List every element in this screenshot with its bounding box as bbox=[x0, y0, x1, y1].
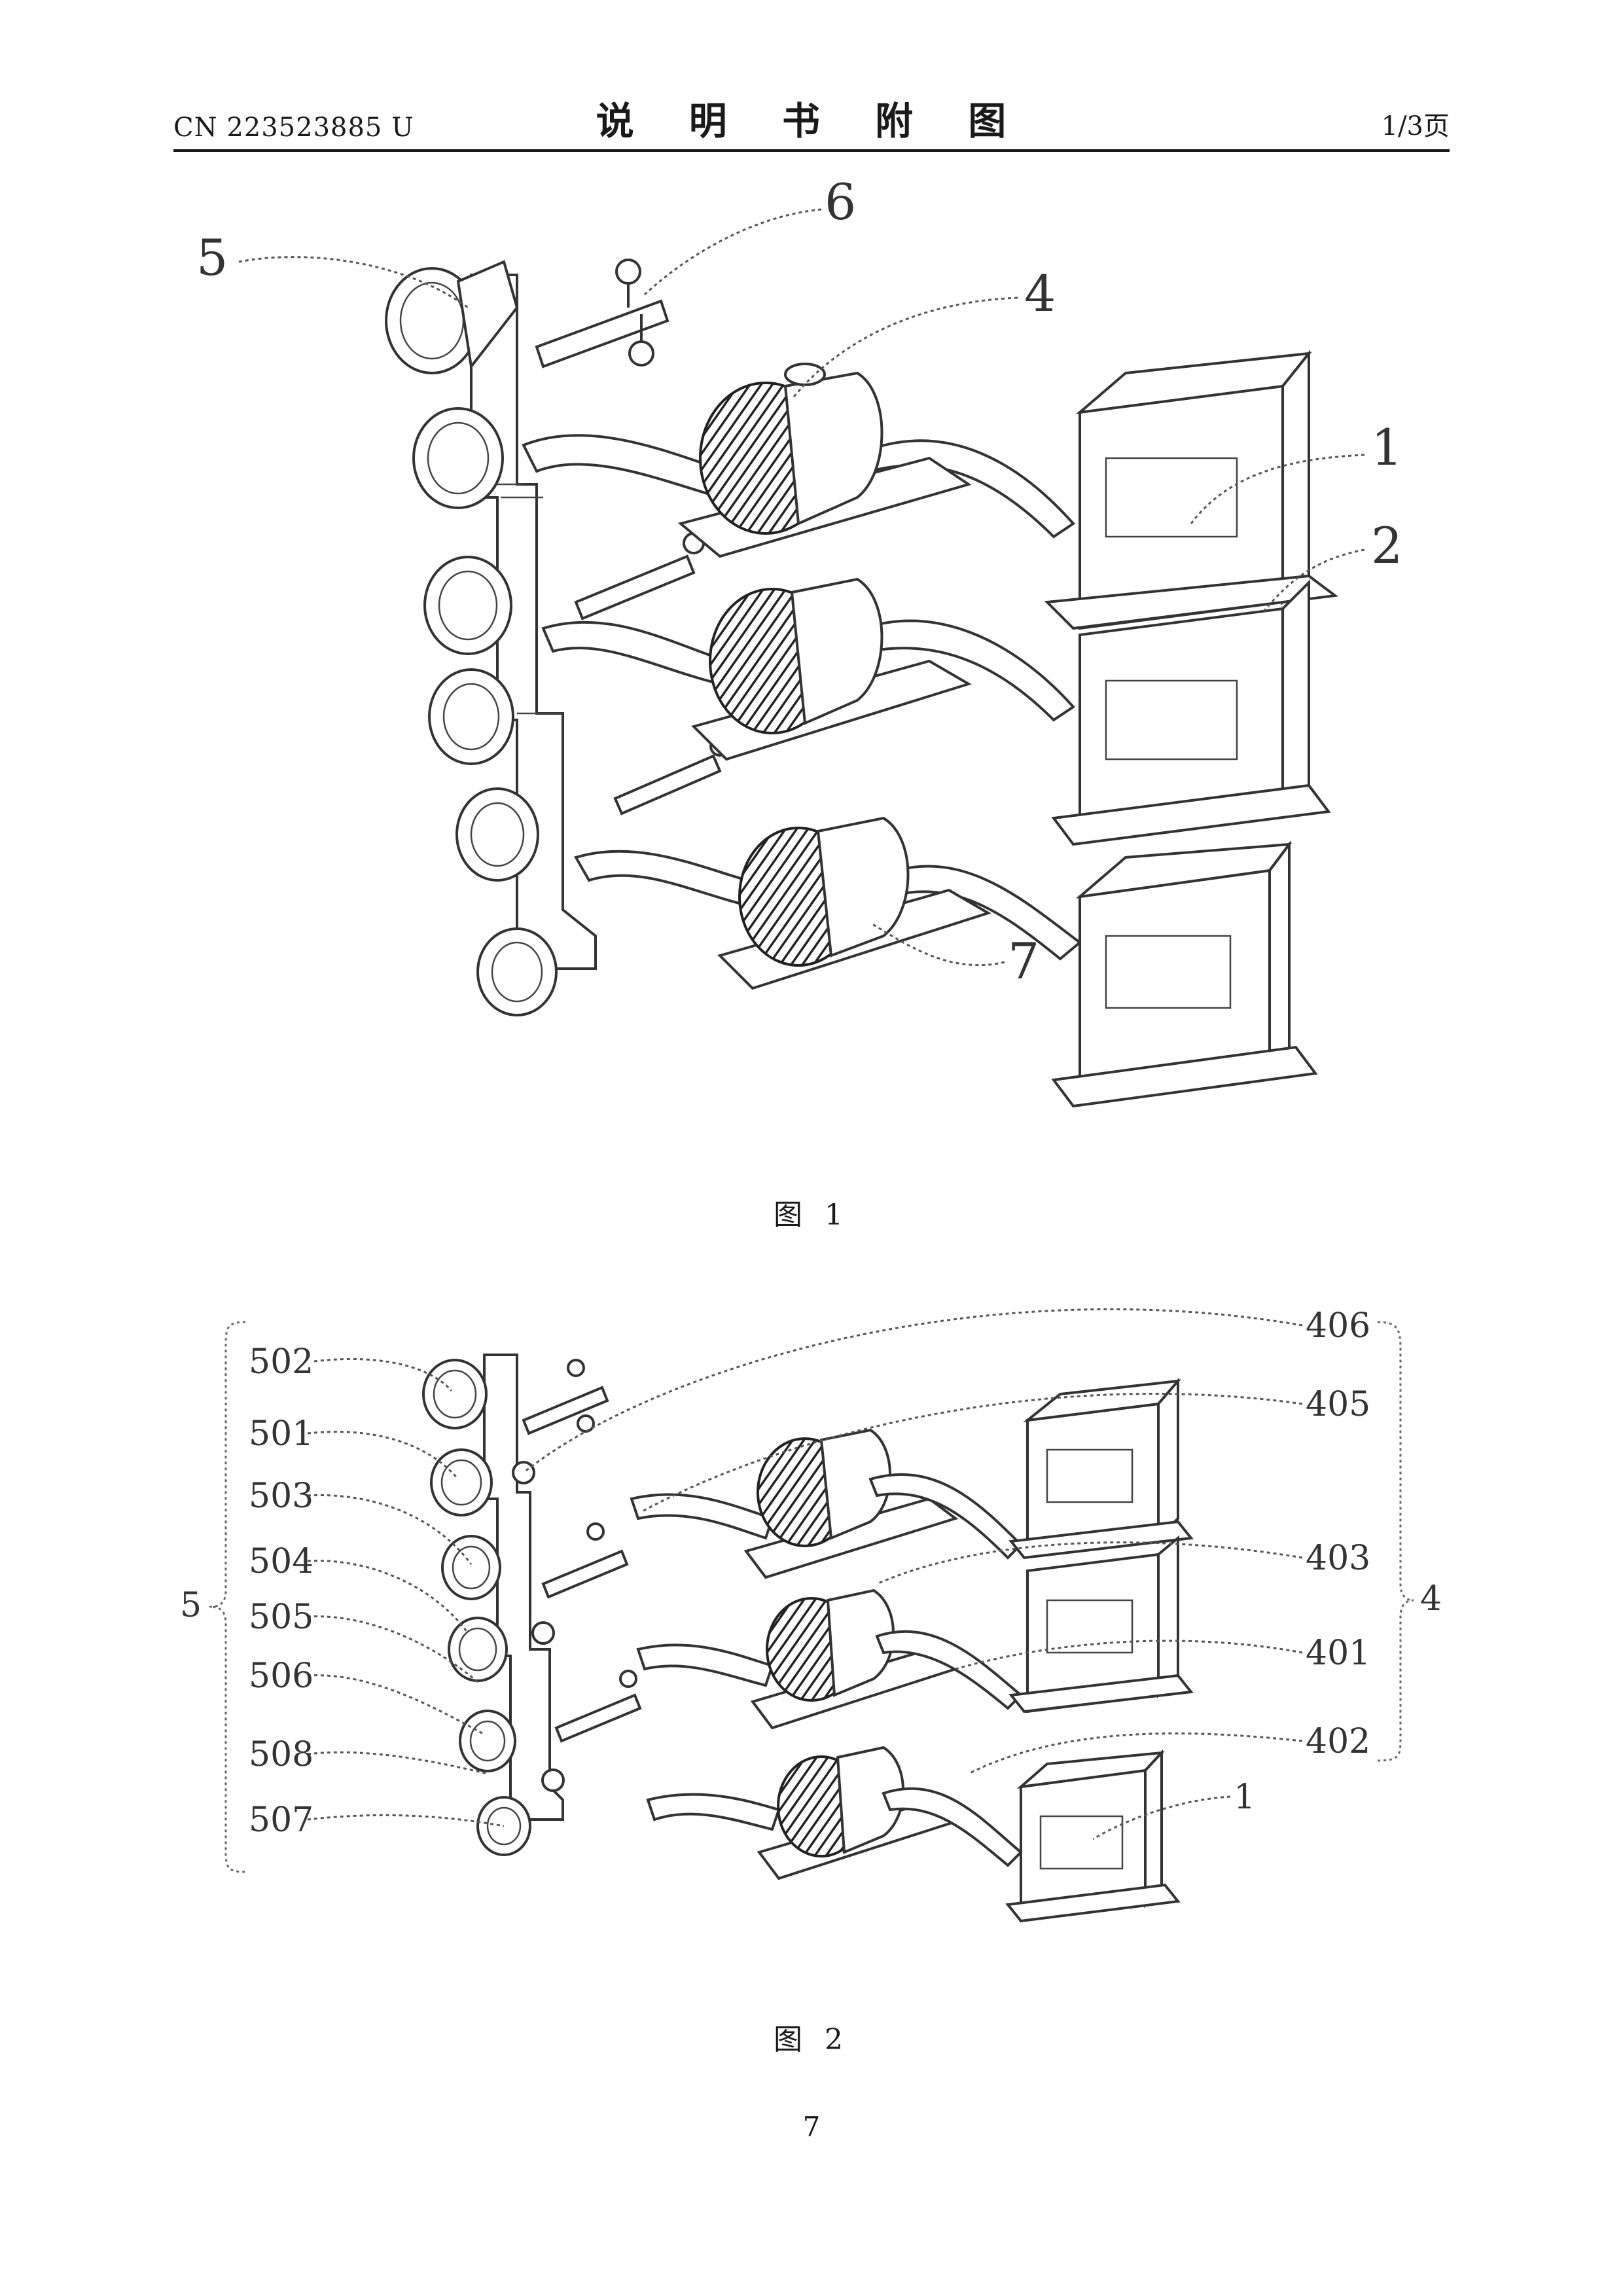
label-group-5: 5 bbox=[180, 1586, 202, 1625]
label-503: 503 bbox=[249, 1477, 313, 1516]
label-1: 1 bbox=[1371, 418, 1402, 476]
figure-2-caption: 图 2 bbox=[681, 2016, 942, 2058]
label-508: 508 bbox=[249, 1735, 313, 1774]
label-7: 7 bbox=[1008, 932, 1039, 990]
label-group-4: 4 bbox=[1420, 1579, 1442, 1619]
fig2-cabinets bbox=[1008, 1381, 1191, 1921]
label-506: 506 bbox=[249, 1657, 313, 1696]
label-507: 507 bbox=[249, 1801, 313, 1840]
figure-1-drawing: 5 6 4 1 2 7 bbox=[0, 0, 1623, 1244]
label-406: 406 bbox=[1306, 1306, 1370, 1346]
label-2: 2 bbox=[1371, 516, 1402, 575]
label-402: 402 bbox=[1306, 1722, 1370, 1761]
figure-1-caption: 图 1 bbox=[681, 1191, 942, 1233]
fig2-fan-motors bbox=[632, 1430, 1021, 1878]
label-1-fig2: 1 bbox=[1234, 1778, 1255, 1817]
label-504: 504 bbox=[249, 1542, 313, 1581]
label-6: 6 bbox=[825, 173, 856, 231]
label-4: 4 bbox=[1024, 264, 1056, 323]
label-5: 5 bbox=[196, 228, 228, 287]
figure-2-drawing: 502 501 503 504 505 506 508 507 5 406 40… bbox=[0, 1276, 1623, 1996]
fig2-manifold-pipe bbox=[423, 1355, 563, 1855]
label-403: 403 bbox=[1306, 1539, 1370, 1578]
label-405: 405 bbox=[1306, 1385, 1370, 1424]
label-505: 505 bbox=[249, 1598, 313, 1637]
page-number: 7 bbox=[746, 2111, 877, 2143]
label-501: 501 bbox=[249, 1414, 313, 1454]
label-401: 401 bbox=[1306, 1634, 1370, 1673]
control-cabinets bbox=[1047, 353, 1335, 1106]
label-502: 502 bbox=[249, 1342, 313, 1382]
